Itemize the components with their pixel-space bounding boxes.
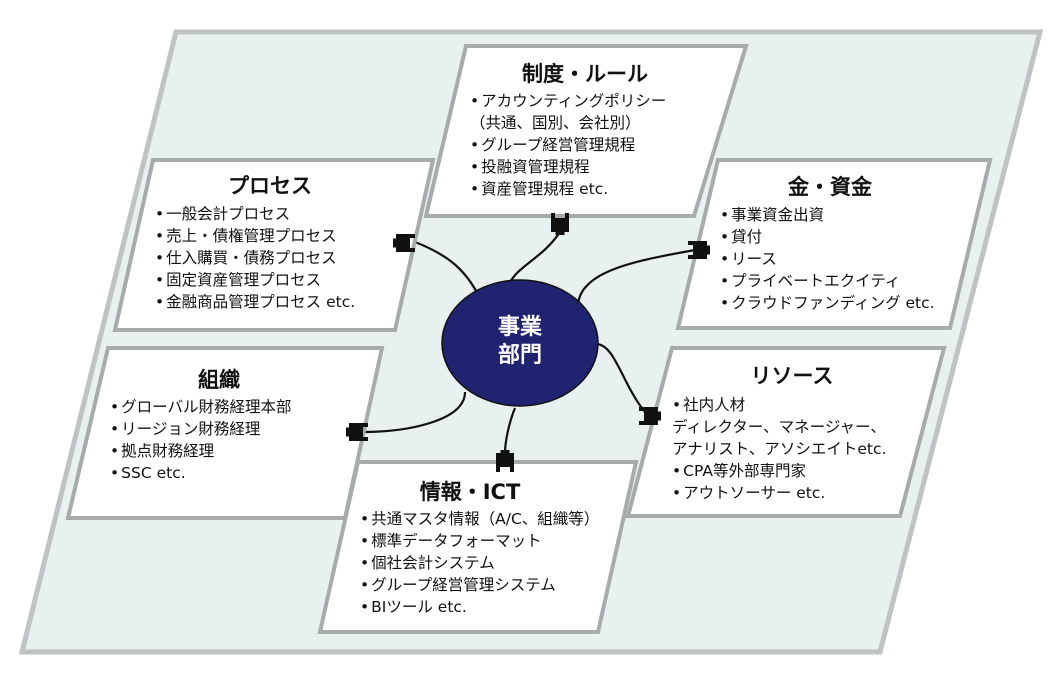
hub-label-line-1: 事業 <box>497 315 542 340</box>
list-item: グループ経営管理システム <box>360 574 630 596</box>
list-item: クラウドファンディング etc. <box>720 292 980 314</box>
list-item: 金融商品管理プロセス etc. <box>155 291 415 313</box>
box-information-ict: 情報・ICT 共通マスタ情報（A/C、組織等） 標準データフォーマット 個社会計… <box>360 478 630 618</box>
list-item: グループ経営管理規程 <box>470 134 740 156</box>
list-item: 売上・債権管理プロセス <box>155 225 415 247</box>
list-item: 拠点財務経理 <box>110 440 360 462</box>
list-item: アウトソーサー etc. <box>672 482 942 504</box>
hub-ellipse <box>441 279 599 407</box>
list-item: 事業資金出資 <box>720 204 980 226</box>
hub-label: 事業 部門 <box>450 314 590 370</box>
list-item: 一般会計プロセス <box>155 203 415 225</box>
list-item: 仕入購買・債務プロセス <box>155 247 415 269</box>
list-item: グローバル財務経理本部 <box>110 396 360 418</box>
list-item: 個社会計システム <box>360 552 630 574</box>
list-item: アナリスト、アソシエイトetc. <box>672 440 887 458</box>
item-list: アカウンティングポリシー （共通、国別、会社別） グループ経営管理規程 投融資管… <box>470 90 740 200</box>
box-money-funds: 金・資金 事業資金出資 貸付 リース プライベートエクイティ クラウドファンディ… <box>720 173 980 314</box>
box-seido-rules: 制度・ルール アカウンティングポリシー （共通、国別、会社別） グループ経営管理… <box>470 60 740 200</box>
list-item: 投融資管理規程 <box>470 156 740 178</box>
hub-label-line-2: 部門 <box>497 343 542 368</box>
box-title: リソース <box>750 364 834 388</box>
list-item: ディレクター、マネージャー、 <box>672 418 886 436</box>
box-organization: 組織 グローバル財務経理本部 リージョン財務経理 拠点財務経理 SSC etc. <box>110 366 360 484</box>
item-list: グローバル財務経理本部 リージョン財務経理 拠点財務経理 SSC etc. <box>110 396 360 484</box>
list-item: CPA等外部専門家 <box>672 460 942 482</box>
box-title: 金・資金 <box>788 175 872 199</box>
list-item: 固定資産管理プロセス <box>155 269 415 291</box>
box-title: 情報・ICT <box>419 480 521 504</box>
box-title: 組織 <box>198 368 240 392</box>
list-item: リース <box>720 248 980 270</box>
list-item: BIツール etc. <box>360 596 630 618</box>
list-item: 共通マスタ情報（A/C、組織等） <box>360 508 630 530</box>
item-list: 事業資金出資 貸付 リース プライベートエクイティ クラウドファンディング et… <box>720 204 980 314</box>
list-item: （共通、国別、会社別） <box>470 114 641 132</box>
box-resources: リソース 社内人材 ディレクター、マネージャー、 アナリスト、アソシエイトetc… <box>672 362 942 504</box>
box-title: プロセス <box>228 174 312 198</box>
list-item: 社内人材 <box>672 394 942 416</box>
list-item: アカウンティングポリシー <box>470 90 740 112</box>
list-item: SSC etc. <box>110 462 360 484</box>
list-item: 標準データフォーマット <box>360 530 630 552</box>
list-item: 貸付 <box>720 226 980 248</box>
box-title: 制度・ルール <box>522 62 648 86</box>
list-item: リージョン財務経理 <box>110 418 360 440</box>
box-process: プロセス 一般会計プロセス 売上・債権管理プロセス 仕入購買・債務プロセス 固定… <box>155 172 415 313</box>
item-list: 社内人材 ディレクター、マネージャー、 アナリスト、アソシエイトetc. CPA… <box>672 394 942 504</box>
item-list: 共通マスタ情報（A/C、組織等） 標準データフォーマット 個社会計システム グル… <box>360 508 630 618</box>
item-list: 一般会計プロセス 売上・債権管理プロセス 仕入購買・債務プロセス 固定資産管理プ… <box>155 203 415 313</box>
list-item: 資産管理規程 etc. <box>470 178 740 200</box>
list-item: プライベートエクイティ <box>720 270 980 292</box>
